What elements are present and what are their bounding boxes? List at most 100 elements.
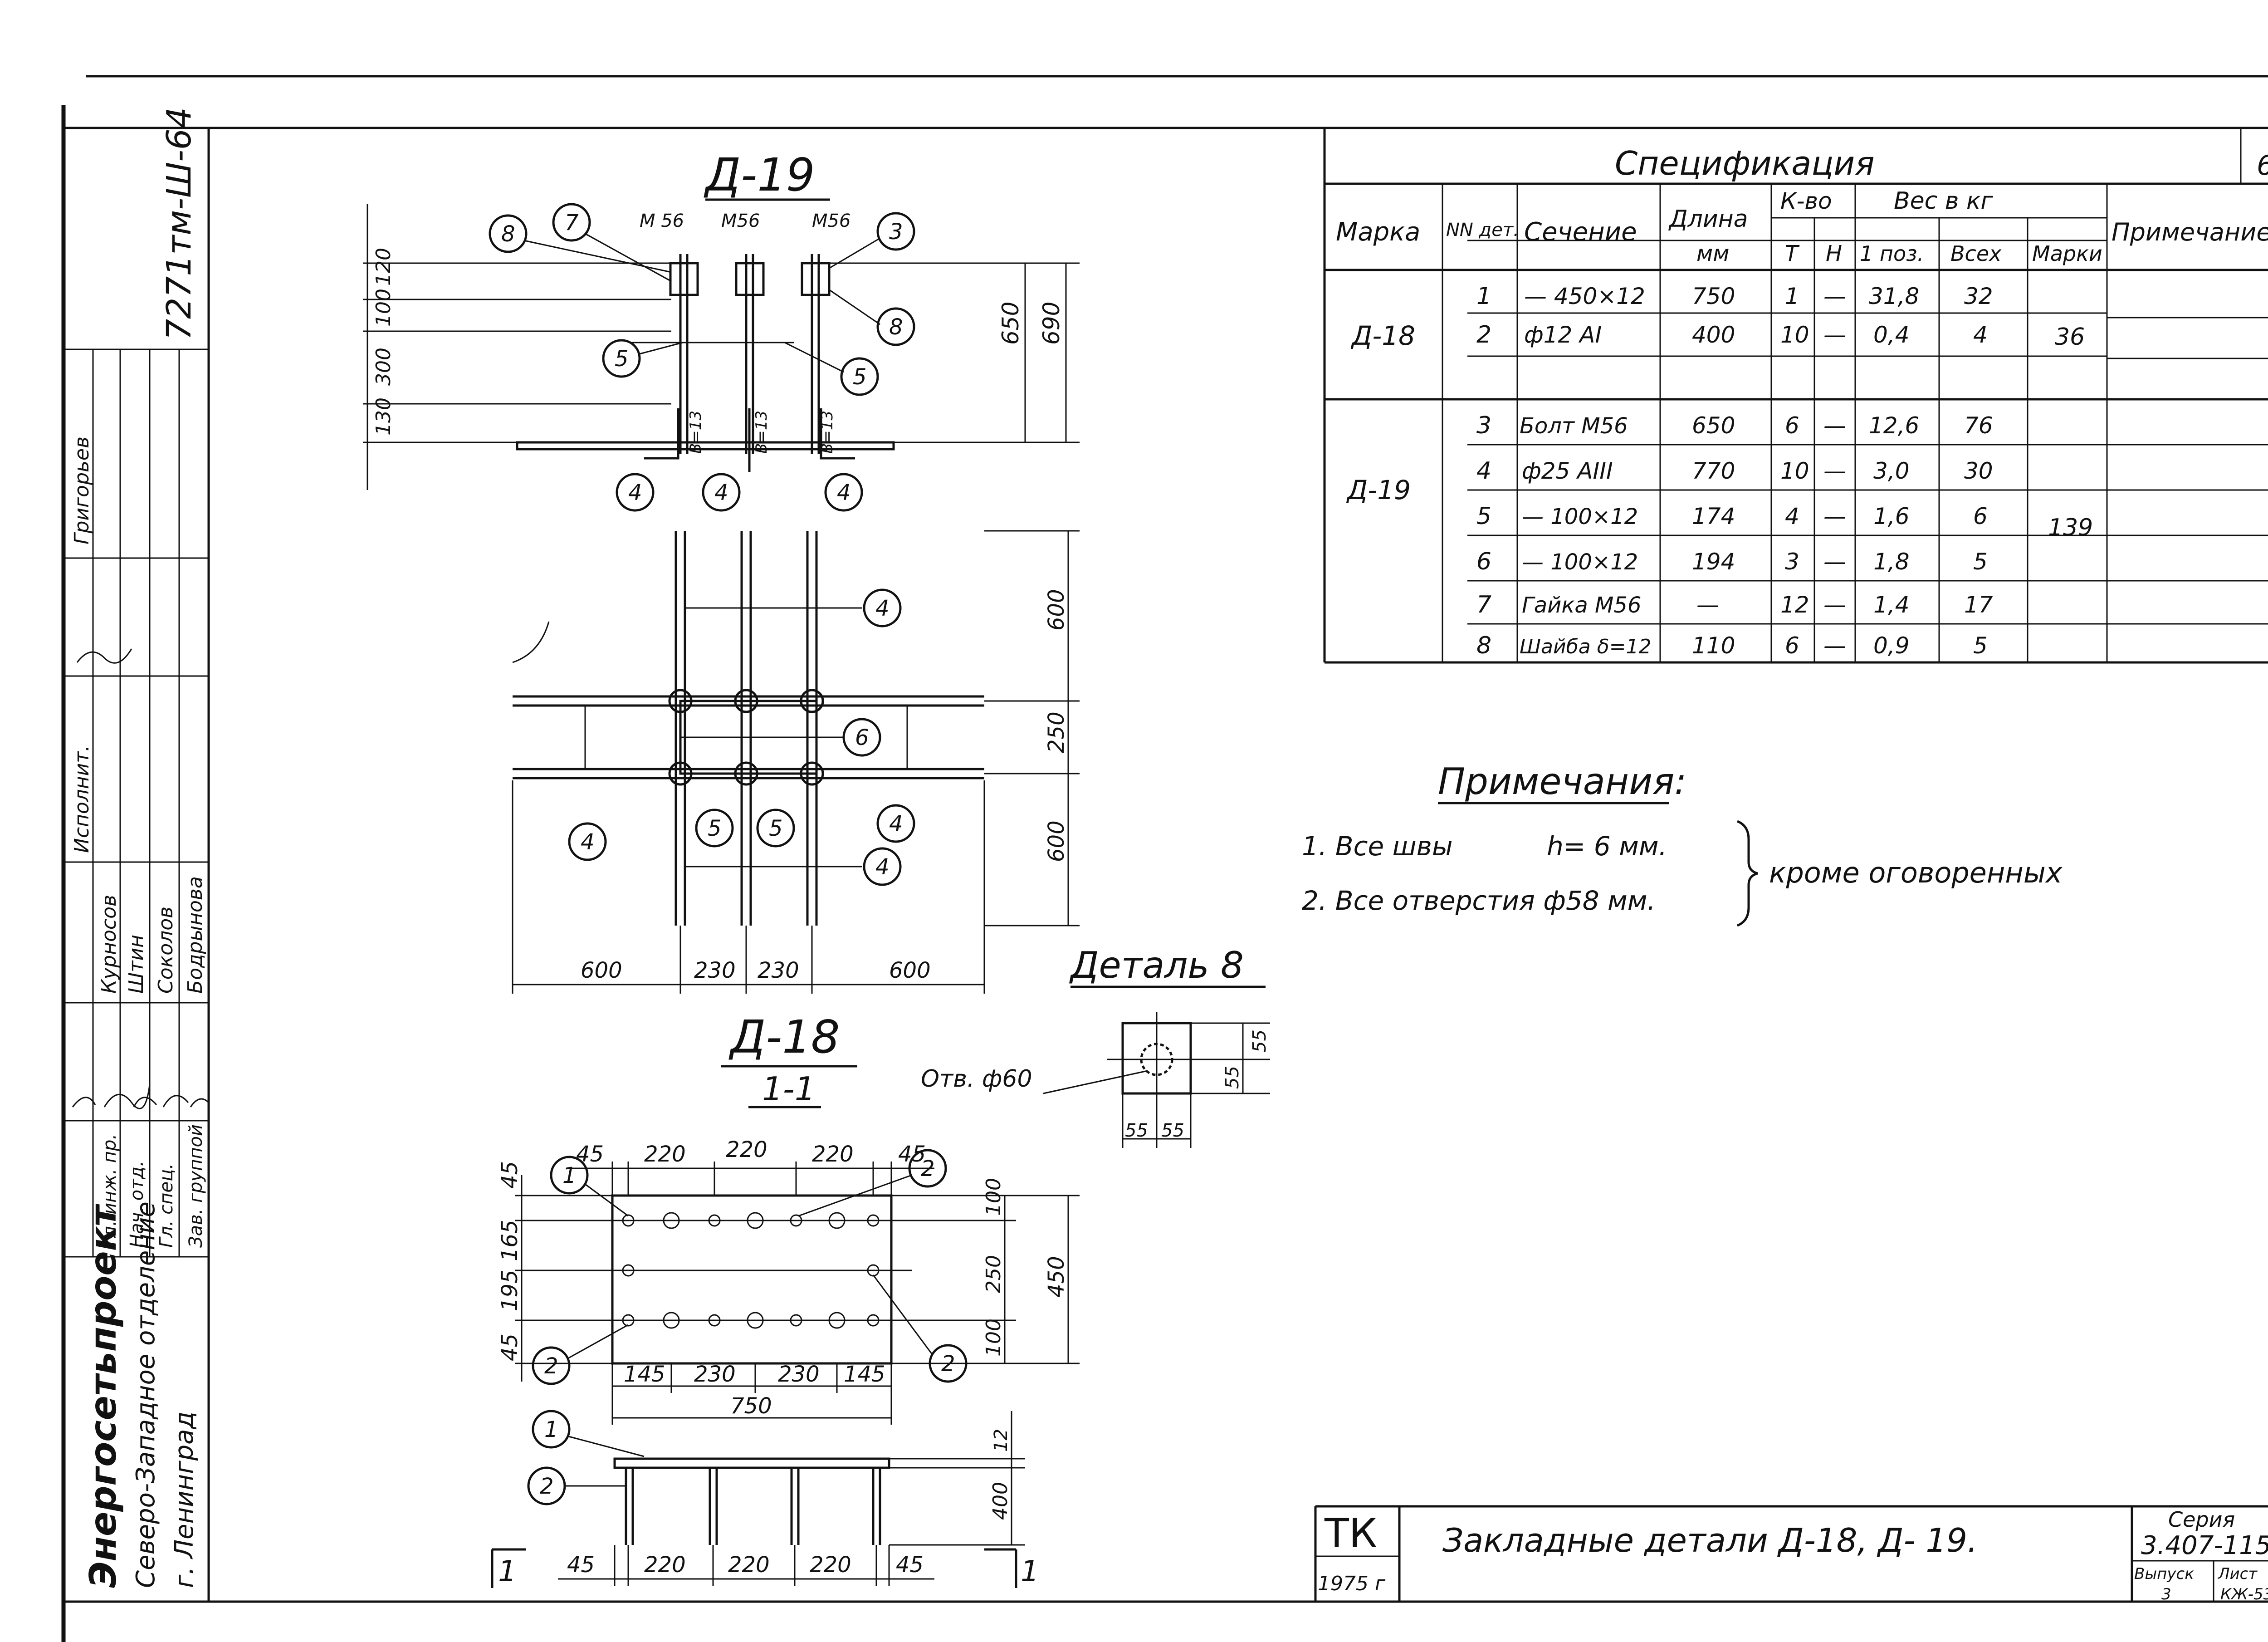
tb-year: 1975 г	[1318, 1572, 1386, 1595]
detail8-title: Деталь 8	[1069, 944, 1244, 986]
d19-plan: 600 250 600 600 230 230 600 4 6 4 5 5 4	[512, 530, 1080, 994]
cell-t: 6	[1785, 412, 1799, 439]
cell-len: 110	[1692, 632, 1735, 659]
d18-right-250: 250	[982, 1255, 1005, 1293]
cell-n: 5	[1476, 503, 1491, 530]
tb-title: Закладные детали Д-18, Д- 19.	[1442, 1521, 1978, 1559]
sidebar-stamp: 7271тм-Ш-64 Энергосетьпроект Северо-Запа…	[64, 107, 210, 1588]
cell-t: 6	[1785, 632, 1799, 659]
d19-plan-600a: 600	[1044, 589, 1069, 631]
sidebar-code: 7271тм-Ш-64	[160, 107, 199, 340]
cell-h: —	[1823, 503, 1846, 529]
group1-total: 36	[2055, 323, 2085, 351]
d18-side-callout-2: 2	[540, 1474, 554, 1499]
hdr-sech: Сечение	[1524, 217, 1637, 247]
d19-title: Д-19	[704, 148, 815, 201]
table-row: 1 — 450×12 750 1 — 31,8 32	[1476, 283, 1993, 310]
title-block: ТК 1975 г Закладные детали Д-18, Д- 19. …	[1314, 1505, 2268, 1603]
d18-plan: Д-18 1-1	[497, 1010, 1080, 1425]
d18-right-100b: 100	[982, 1319, 1005, 1357]
d18-bot-230a: 230	[694, 1362, 736, 1387]
d18-sb-220b: 220	[728, 1552, 770, 1578]
cell-wa: 30	[1964, 458, 1993, 484]
hdr-n: Н	[1826, 241, 1842, 266]
d18-top-45a: 45	[576, 1142, 604, 1167]
plan-callout-4c: 4	[889, 811, 903, 837]
hdr-vseh: Всех	[1950, 241, 2002, 266]
sidebar-org1: Энергосетьпроект	[82, 1203, 124, 1588]
cell-h: —	[1823, 283, 1846, 309]
d18-callout-2b: 2	[544, 1353, 558, 1379]
detail8: Деталь 8 Отв. ф60 55 55 55 55	[921, 944, 1270, 1148]
d18-left-45b: 45	[497, 1333, 523, 1361]
cell-w1: 1,6	[1873, 503, 1910, 529]
name-2: Соколов	[154, 907, 177, 994]
group2-total: 139	[2048, 514, 2093, 541]
d19-bolt-3: М56	[812, 211, 850, 231]
cell-n: 4	[1476, 457, 1491, 485]
name-1: Бодрынова	[184, 876, 207, 994]
table-row: 3 Болт М56 650 6 — 12,6 76	[1476, 412, 1993, 439]
d18-top-220a: 220	[644, 1142, 686, 1167]
cell-t: 3	[1785, 549, 1799, 575]
table-row: 8 Шайба δ=12 110 6 — 0,9 5	[1476, 632, 1988, 659]
cell-sec: ф12 АI	[1524, 322, 1602, 348]
plan-callout-4b: 4	[581, 829, 595, 855]
cell-t: 10	[1780, 458, 1809, 484]
table-row: 5 — 100×12 174 4 — 1,6 6	[1476, 503, 1988, 530]
d18-sb-220c: 220	[810, 1552, 851, 1578]
tb-vyp-label: Выпуск	[2134, 1565, 2194, 1583]
d18-side-callout-1: 1	[544, 1417, 558, 1442]
hdr-dlina-unit: мм	[1696, 241, 1729, 266]
cell-wa: 6	[1973, 503, 1988, 529]
callout-3: 3	[889, 219, 903, 245]
d18-section: 1-1	[762, 1070, 816, 1108]
plan-callout-4a: 4	[875, 596, 890, 621]
d18-bot-145a: 145	[624, 1362, 665, 1387]
cell-h: —	[1823, 412, 1846, 439]
cell-w1: 3,0	[1873, 458, 1910, 484]
hdr-poz: 1 поз.	[1860, 241, 1924, 266]
cell-len: 750	[1692, 283, 1735, 309]
cell-n: 1	[1476, 283, 1491, 310]
hdr-marki: Марки	[2032, 241, 2102, 266]
cell-n: 8	[1476, 632, 1491, 659]
cell-t: 12	[1780, 592, 1809, 618]
group1-mark: Д-18	[1350, 320, 1415, 351]
d18-left-45a: 45	[497, 1161, 523, 1189]
cell-w1: 31,8	[1869, 283, 1919, 309]
d18-callout-1: 1	[562, 1163, 577, 1188]
cell-n: 2	[1476, 321, 1491, 348]
d18-top-220b: 220	[726, 1137, 767, 1162]
d19-dim-130: 130	[372, 397, 395, 436]
detail8-r55b: 55	[1222, 1066, 1243, 1089]
d19-dim-650: 650	[997, 302, 1024, 345]
table-row: 2 ф12 АI 400 10 — 0,4 4	[1476, 321, 1988, 348]
table-row: 4 ф25 АIII 770 10 — 3,0 30	[1476, 457, 1993, 485]
cell-t: 1	[1785, 283, 1799, 309]
hdr-dlina: Длина	[1668, 206, 1748, 233]
cell-w1: 0,9	[1873, 632, 1910, 659]
cell-len: 174	[1692, 503, 1735, 529]
d18-callout-2c: 2	[941, 1351, 955, 1377]
callout-8b: 8	[889, 314, 903, 340]
tb-series: 3.407-115	[2141, 1531, 2268, 1560]
role-5: Исполнит.	[70, 745, 93, 853]
cell-sec: — 450×12	[1524, 283, 1645, 309]
cell-h: —	[1823, 549, 1846, 575]
spec-table: Спецификация 6 Марка NN дет. Сечение Дли…	[1323, 128, 2268, 664]
cell-h: —	[1823, 592, 1846, 618]
plan-callout-5b: 5	[769, 816, 783, 841]
d19-bolt-1: М 56	[640, 211, 684, 231]
section-mark-left: 1	[498, 1555, 517, 1588]
cell-wa: 32	[1964, 283, 1993, 309]
d19-plan-b600a: 600	[581, 958, 622, 983]
note-1b: h= 6 мм.	[1547, 831, 1667, 862]
role-4: Зав. группой	[186, 1124, 206, 1248]
d18-right-450: 450	[1044, 1256, 1069, 1298]
d18-bot-750: 750	[730, 1393, 772, 1419]
cell-n: 6	[1476, 548, 1491, 575]
table-row: 6 — 100×12 194 3 — 1,8 5	[1476, 548, 1988, 575]
cell-h: —	[1823, 632, 1846, 659]
